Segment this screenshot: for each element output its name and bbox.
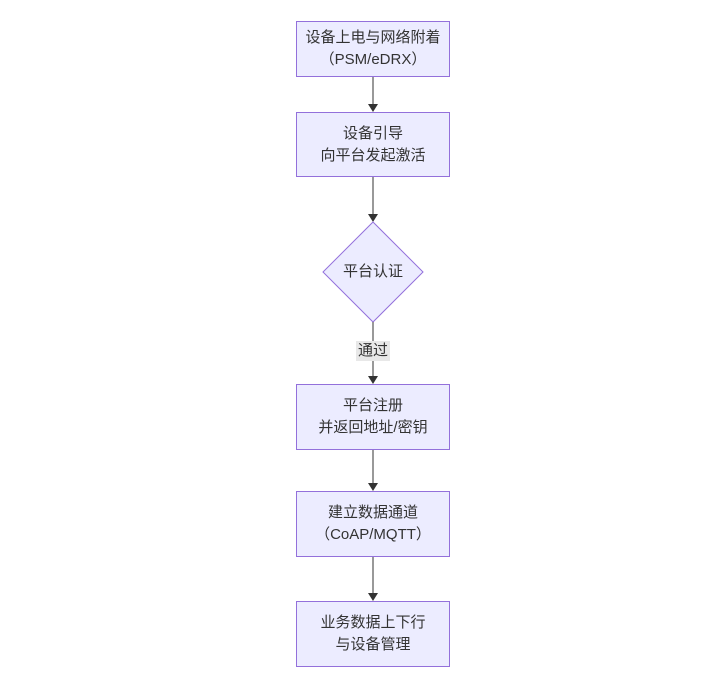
node-label-line: 平台注册 <box>342 397 403 414</box>
node-auth-decision-label: 平台认证 <box>342 263 404 280</box>
arrowhead-icon <box>368 104 378 112</box>
node-label-line: 设备上电与网络附着 <box>305 29 441 46</box>
node-register: 平台注册 并返回地址/密钥 <box>296 384 450 450</box>
node-bootstrap: 设备引导 向平台发起激活 <box>296 112 450 177</box>
edge-label-pass: 通过 <box>355 341 391 361</box>
node-label-line: （CoAP/MQTT） <box>315 526 431 543</box>
node-label-line: 与设备管理 <box>335 636 411 653</box>
arrowhead-icon <box>368 483 378 491</box>
node-power-attach: 设备上电与网络附着 （PSM/eDRX） <box>296 21 450 77</box>
node-label-line: 设备引导 <box>342 124 403 142</box>
node-label-line: 建立数据通道 <box>327 504 418 521</box>
node-label-line: 向平台发起激活 <box>320 146 426 164</box>
arrowhead-icon <box>368 593 378 601</box>
arrowhead-icon <box>368 214 378 222</box>
node-label-line: 并返回地址/密钥 <box>318 419 428 436</box>
node-label-line: 业务数据上下行 <box>320 614 426 631</box>
node-business: 业务数据上下行 与设备管理 <box>296 601 450 667</box>
node-label-line: （PSM/eDRX） <box>319 51 427 68</box>
arrowhead-icon <box>368 376 378 384</box>
node-data-channel: 建立数据通道 （CoAP/MQTT） <box>296 491 450 557</box>
